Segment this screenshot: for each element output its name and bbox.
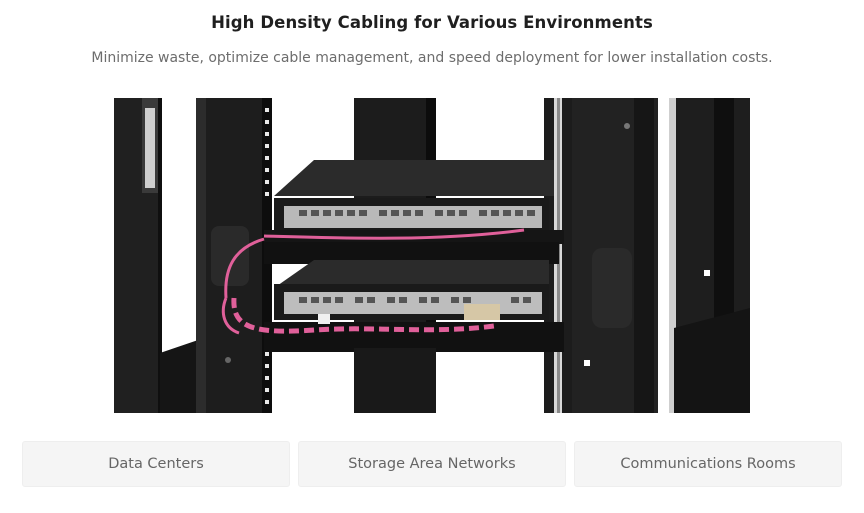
- top-cable-manager: [211, 226, 559, 299]
- tab-communications-rooms[interactable]: Communications Rooms: [574, 441, 842, 487]
- rack-base: [354, 270, 710, 413]
- bottom-switch: [274, 260, 549, 320]
- page-subtitle: Minimize waste, optimize cable managemen…: [91, 50, 773, 66]
- environment-tabs: Data Centers Storage Area Networks Commu…: [22, 441, 842, 487]
- tab-storage-area-networks[interactable]: Storage Area Networks: [298, 441, 566, 487]
- tab-data-centers[interactable]: Data Centers: [22, 441, 290, 487]
- bottom-cable-manager: [221, 297, 564, 363]
- page-title: High Density Cabling for Various Environ…: [211, 13, 653, 32]
- left-rack-post: [114, 98, 204, 413]
- hero-image: [114, 98, 750, 413]
